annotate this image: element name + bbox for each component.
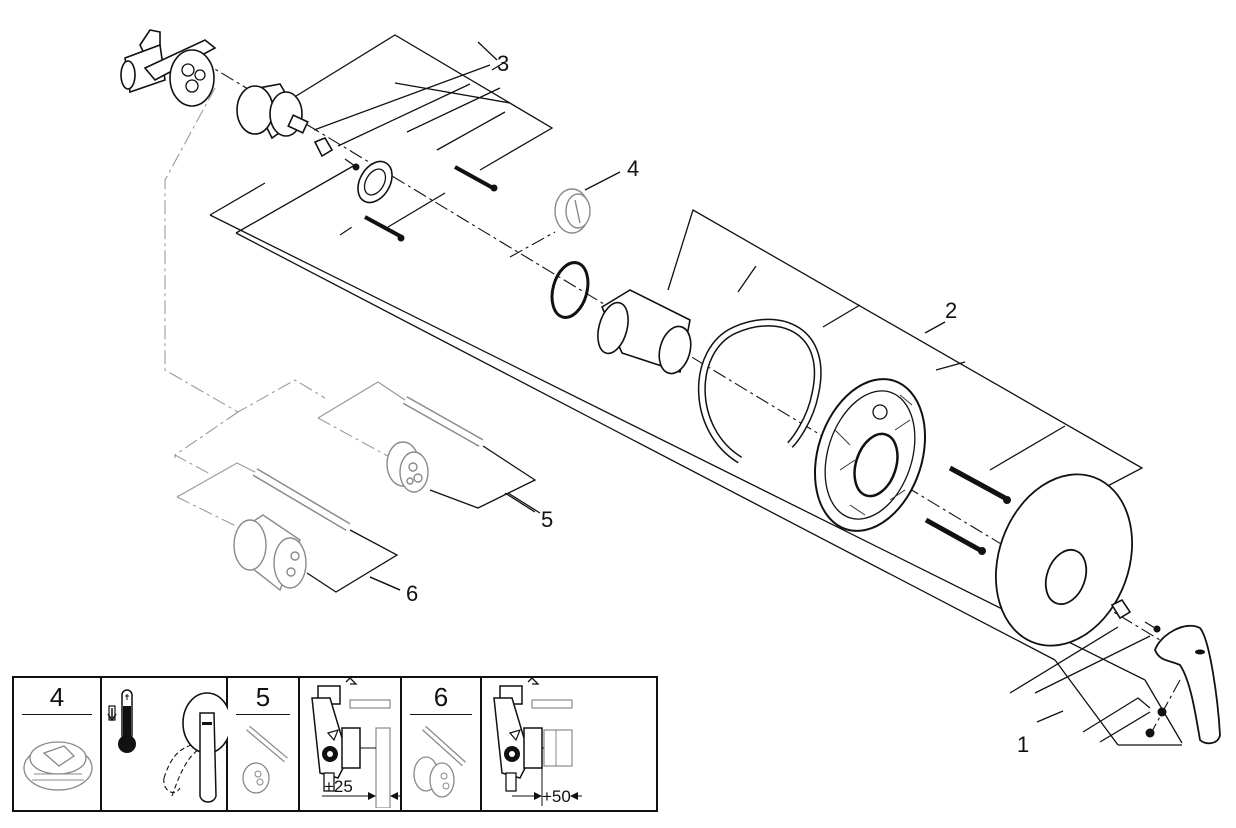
split-ring: [697, 318, 822, 464]
temperature-instruction-icon: [107, 689, 228, 803]
legend-cell-extension-kit-6: 6: [402, 678, 482, 810]
wall-extension-icon: +50: [493, 678, 582, 806]
dimension-50: +50: [542, 787, 571, 806]
extension-kit-leader: [164, 87, 326, 476]
temperature-limit-stop: [554, 188, 591, 234]
set-screws: [1145, 679, 1181, 738]
legend-rule: [22, 714, 92, 715]
mounting-plate: [813, 378, 927, 532]
screw: [344, 158, 360, 171]
legend-label: 6: [433, 682, 449, 712]
callout-5: 5: [541, 507, 553, 532]
legend-cell-wall-extension-50: +50: [482, 678, 656, 810]
handle-adapter: [1110, 598, 1161, 633]
legend-cell-extension-kit-5: 5: [228, 678, 300, 810]
escutcheon: [995, 473, 1133, 647]
flange-ring: [357, 160, 393, 204]
sleeve: [597, 289, 692, 375]
callout-3: 3: [497, 51, 509, 76]
legend-panel: 4 5: [12, 676, 658, 812]
callout-2: 2: [945, 298, 957, 323]
temperature-stop-icon: [23, 741, 93, 791]
extension-kit-icon: [413, 725, 467, 798]
valve-body: [120, 29, 217, 107]
wall-extension-icon: +25: [311, 678, 400, 808]
mounting-screws: [364, 165, 498, 242]
legend-cell-wall-extension-25: +25: [300, 678, 402, 810]
legend-rule: [236, 714, 290, 715]
legend-rule: [410, 714, 472, 715]
o-ring: [550, 261, 590, 319]
callout-1: 1: [1017, 732, 1029, 757]
extension-kit-icon: [242, 725, 288, 794]
extension-kit-6: [176, 462, 401, 593]
group-3-bracket: [209, 34, 1146, 681]
handle: [1154, 625, 1221, 745]
legend-cell-temperature-limit-stop: 4: [14, 678, 102, 810]
legend-label: 5: [255, 682, 271, 712]
callout-4: 4: [627, 156, 639, 181]
callout-6: 6: [406, 581, 418, 606]
adapter-nut: [313, 137, 334, 158]
long-screws: [924, 465, 1011, 555]
callout-leaders: [369, 61, 1064, 723]
legend-label: 4: [49, 682, 65, 712]
legend-cell-temperature-setting: [102, 678, 228, 810]
dimension-25: +25: [324, 777, 353, 796]
cartridge: [236, 83, 309, 140]
group-2-bracket: [667, 209, 1183, 746]
extension-kit-5: [317, 381, 537, 513]
